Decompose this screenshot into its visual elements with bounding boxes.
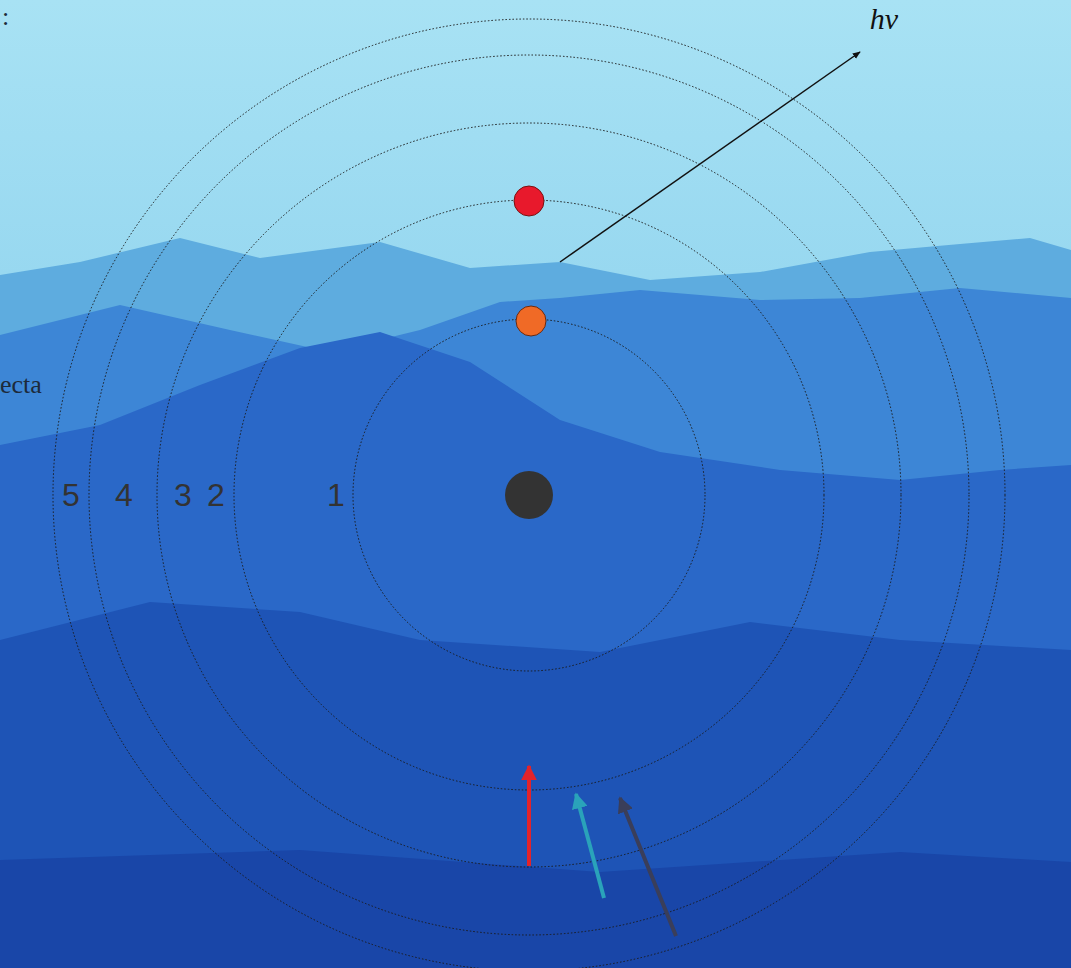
foreground-forest <box>0 850 1071 968</box>
electron-orange <box>516 306 546 336</box>
orbit-2 <box>234 200 824 790</box>
orbit-number: 4 <box>115 479 133 511</box>
cut-off-text: ecta <box>0 372 42 398</box>
orbit-5 <box>53 19 1005 968</box>
orbit-3 <box>157 123 901 867</box>
photon-label: hv <box>870 4 898 34</box>
orbit-number: 3 <box>174 479 192 511</box>
photon-arrow <box>560 52 860 262</box>
transition-arrow-teal <box>576 794 604 898</box>
transition-arrow-dark <box>620 798 676 936</box>
orbit-number: 1 <box>327 479 345 511</box>
forest-ridge <box>0 332 1071 968</box>
nucleus <box>505 471 553 519</box>
orbits <box>53 19 1005 968</box>
far-ridge <box>0 238 1071 968</box>
orbit-1 <box>353 319 705 671</box>
cut-off-text: : <box>2 4 9 30</box>
middle-ridge <box>0 288 1071 968</box>
electron-red <box>514 186 544 216</box>
transition-arrow-red <box>527 766 531 866</box>
orbit-number: 5 <box>62 479 80 511</box>
orbit-4 <box>89 55 969 935</box>
lower-forest <box>0 602 1071 968</box>
orbit-number: 2 <box>207 479 225 511</box>
